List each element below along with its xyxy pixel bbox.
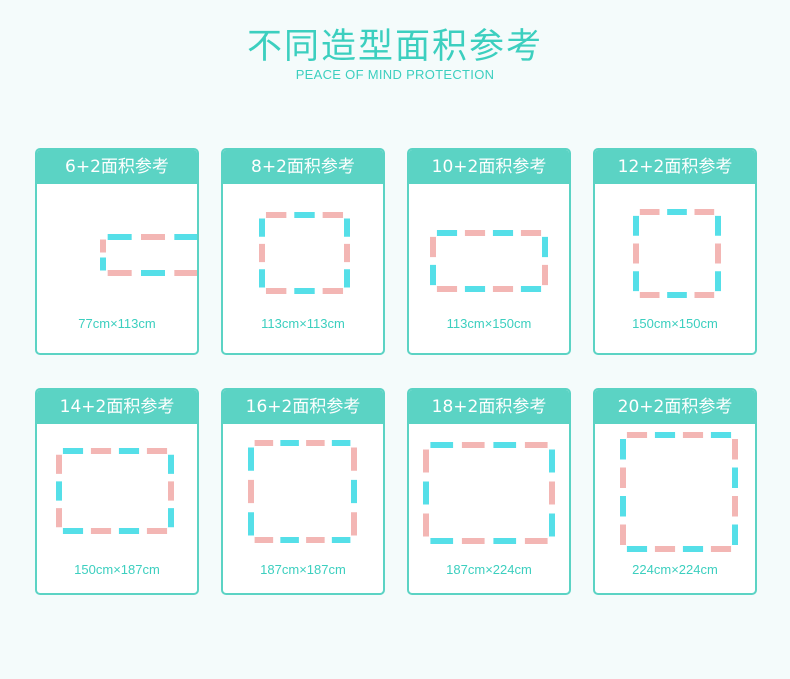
card-size-label: 150cm×187cm	[74, 562, 160, 577]
area-card-10: 10+2面积参考 113cm×150cm	[407, 148, 571, 355]
card-size-label: 113cm×150cm	[446, 316, 532, 331]
area-card-8: 8+2面积参考 113cm×113cm	[221, 148, 385, 355]
area-card-12: 12+2面积参考 150cm×150cm	[593, 148, 757, 355]
card-title: 18+2面积参考	[409, 390, 569, 424]
card-size-label: 187cm×187cm	[260, 562, 346, 577]
area-card-20: 20+2面积参考 224cm×224cm	[593, 388, 757, 595]
area-card-18: 18+2面积参考 187cm×224cm	[407, 388, 571, 595]
card-size-label: 77cm×113cm	[78, 316, 156, 331]
card-title: 16+2面积参考	[223, 390, 383, 424]
shape-outline	[620, 432, 738, 552]
shape-outline	[423, 442, 555, 544]
card-title: 14+2面积参考	[37, 390, 197, 424]
shape-outline	[100, 234, 197, 276]
shape-outline	[56, 448, 174, 534]
card-title: 12+2面积参考	[595, 150, 755, 184]
shape-outline	[248, 440, 357, 543]
shape-outline	[259, 212, 350, 294]
card-size-label: 224cm×224cm	[632, 562, 718, 577]
card-size-label: 187cm×224cm	[446, 562, 532, 577]
page-subtitle: PEACE OF MIND PROTECTION	[295, 67, 495, 82]
area-card-6: 6+2面积参考 77cm×113cm	[35, 148, 199, 355]
card-title: 10+2面积参考	[409, 150, 569, 184]
shape-outline	[633, 209, 721, 298]
card-size-label: 150cm×150cm	[632, 316, 718, 331]
area-card-14: 14+2面积参考 150cm×187cm	[35, 388, 199, 595]
card-size-label: 113cm×113cm	[261, 316, 345, 331]
card-title: 6+2面积参考	[37, 150, 197, 184]
area-card-16: 16+2面积参考 187cm×187cm	[221, 388, 385, 595]
page-title: 不同造型面积参考	[246, 27, 543, 67]
card-title: 8+2面积参考	[223, 150, 383, 184]
shape-outline	[430, 230, 548, 292]
card-title: 20+2面积参考	[595, 390, 755, 424]
